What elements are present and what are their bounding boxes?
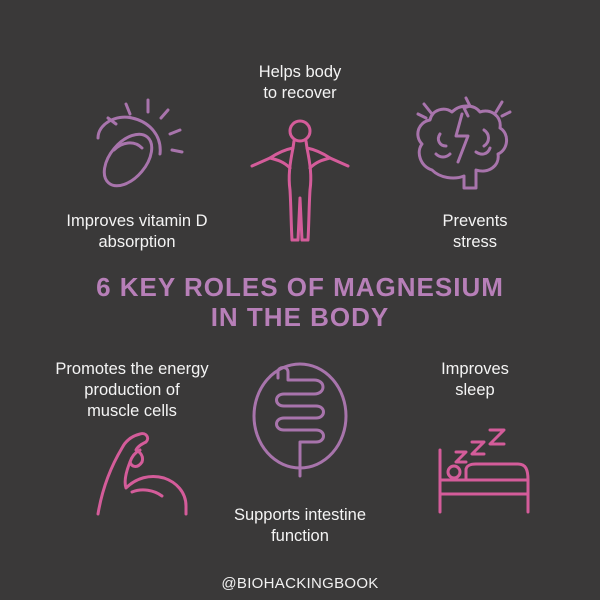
stressed-brain-icon — [416, 96, 512, 190]
page-title: 6 KEY ROLES OF MAGNESIUM IN THE BODY — [0, 272, 600, 332]
caption-energy: Promotes the energy production of muscle… — [42, 359, 222, 422]
caption-sleep-line1: Improves — [441, 360, 509, 378]
caption-recover-line2: to recover — [263, 84, 337, 102]
caption-intestine-line2: function — [271, 527, 329, 545]
page-title-line1: 6 KEY ROLES OF MAGNESIUM — [96, 272, 504, 302]
brand-handle: @BIOHACKINGBOOK — [221, 575, 379, 592]
caption-energy-line3: muscle cells — [87, 402, 177, 420]
flexed-arm-icon — [96, 432, 188, 516]
caption-vitamin-d-line2: absorption — [98, 233, 176, 251]
caption-intestine: Supports intestine function — [220, 505, 380, 547]
page-title-line2: IN THE BODY — [210, 302, 390, 332]
intestine-icon — [252, 362, 348, 478]
caption-recover-line1: Helps body — [258, 63, 342, 81]
caption-energy-line2: production of — [84, 381, 180, 399]
caption-stress-line1: Prevents — [442, 212, 508, 230]
caption-intestine-line1: Supports intestine — [233, 506, 367, 524]
caption-vitamin-d: Improves vitamin D absorption — [52, 211, 222, 253]
caption-stress-line2: stress — [452, 233, 497, 251]
caption-vitamin-d-line1: Improves vitamin D — [66, 212, 208, 230]
caption-recover: Helps body to recover — [220, 62, 380, 104]
sleeping-bed-icon — [438, 428, 530, 514]
human-body-icon — [250, 119, 350, 242]
caption-sleep-line2: sleep — [455, 381, 495, 399]
caption-sleep: Improves sleep — [430, 359, 520, 401]
sun-capsule-icon — [96, 98, 184, 188]
caption-stress: Prevents stress — [420, 211, 530, 253]
caption-energy-line1: Promotes the energy — [55, 360, 209, 378]
